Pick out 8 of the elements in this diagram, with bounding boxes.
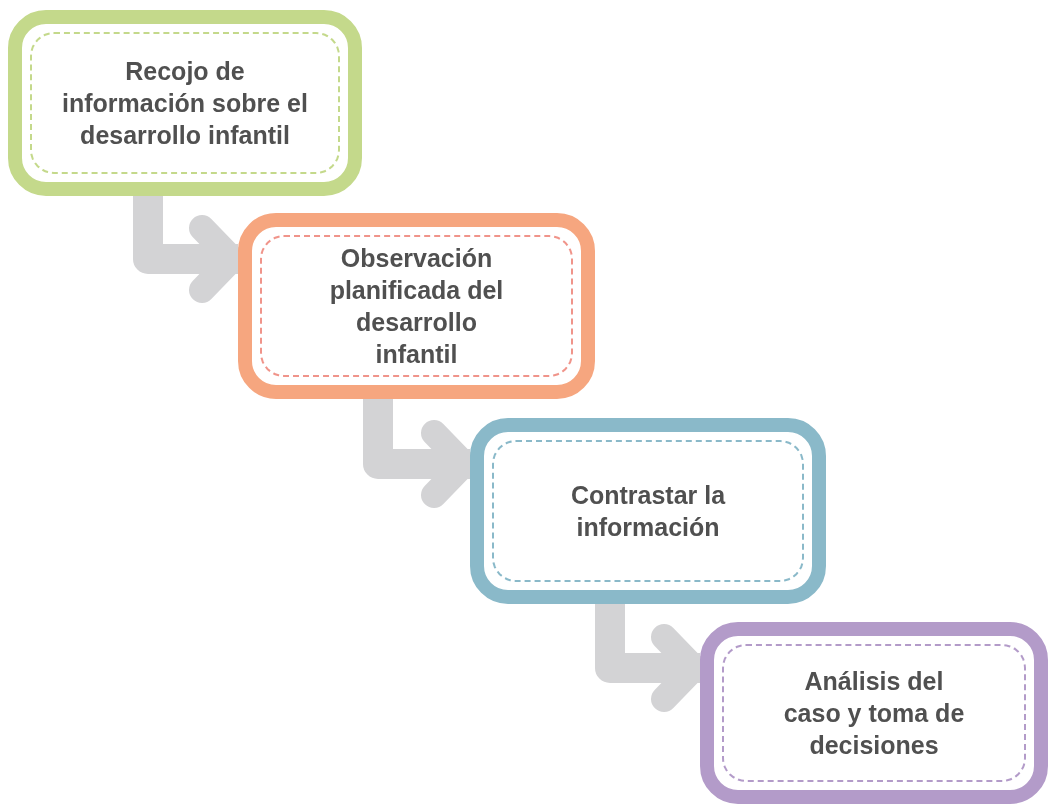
- step-text: Contrastar la información: [569, 480, 727, 543]
- step-text: Análisis del caso y toma de decisiones: [782, 666, 966, 761]
- process-box: [700, 622, 1048, 804]
- process-box: [470, 418, 826, 604]
- process-box: [238, 213, 595, 399]
- step-text: Recojo de información sobre el desarrollo infantil: [61, 56, 309, 151]
- process-box: [8, 10, 362, 196]
- step-text: Observación planificada del desarrollo infantil: [328, 243, 505, 370]
